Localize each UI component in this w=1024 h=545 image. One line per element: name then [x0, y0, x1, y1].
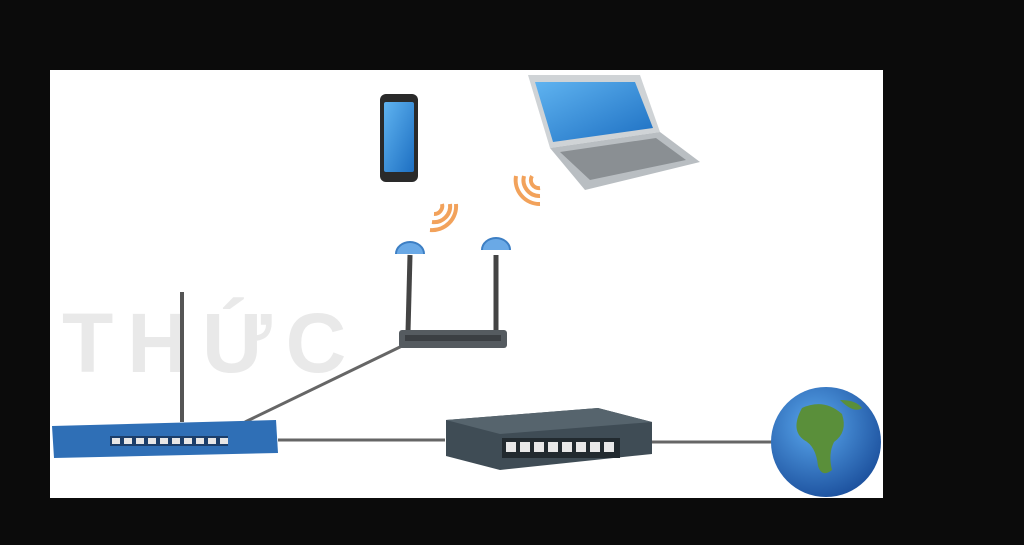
router-icon [52, 292, 278, 458]
wifi-signal-icon [513, 174, 541, 207]
switch-icon [446, 408, 652, 470]
wifi-signal-icon [429, 203, 459, 233]
watermark-text: THỨC [62, 296, 361, 390]
cable-router-to-access-point [244, 344, 403, 424]
globe-icon [771, 387, 881, 497]
cables [244, 344, 775, 444]
wifi-router-icon [395, 237, 511, 348]
network-diagram [52, 75, 881, 497]
laptop-icon [528, 75, 700, 190]
smartphone-icon [380, 94, 418, 182]
diagram-panel: THỨC [50, 70, 883, 498]
